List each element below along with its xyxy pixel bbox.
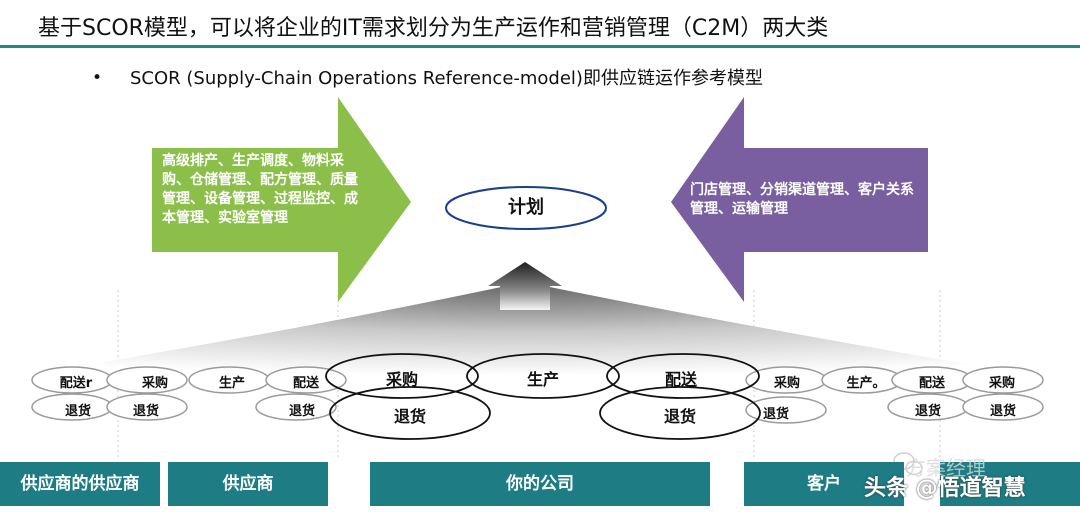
bar-supplier: 供应商: [168, 462, 328, 506]
node-return-5: 退货: [914, 404, 941, 419]
right-arrow-text: 门店管理、分销渠道管理、客户关系管理、运输管理: [690, 182, 914, 217]
node-deliver-2: 配送: [292, 376, 319, 391]
node-produce-1: 生产: [218, 376, 245, 391]
node-return-6: 退货: [989, 404, 1016, 419]
up-arrow: [488, 262, 562, 310]
plan-ellipse: [445, 186, 607, 230]
bar-supplier-of-supplier: 供应商的供应商: [0, 462, 160, 506]
fan-shape: [20, 282, 1040, 376]
node-return-4: 退货: [762, 407, 789, 422]
title-divider: [0, 45, 1080, 48]
node-produce-2: 生产。: [846, 376, 886, 391]
left-arrow-text: 高级排产、生产调度、物料采购、仓储管理、配方管理、质量管理、设备管理、过程监控、…: [162, 153, 358, 226]
right-arrow: [671, 97, 928, 302]
small-ellipses: [31, 366, 1044, 424]
node-purchase-3: 采购: [988, 376, 1015, 391]
node-deliver-1: 配送r: [59, 376, 93, 391]
node-return-1: 退货: [64, 404, 91, 419]
bar-customer-extension: [940, 462, 1080, 506]
plan-label: 计划: [508, 197, 544, 218]
node-return-main-left: 退货: [393, 407, 426, 426]
node-return-3: 退货: [288, 404, 315, 419]
big-ellipses: [325, 353, 761, 440]
node-purchase-main: 采购: [385, 370, 418, 389]
bullet-text: SCOR (Supply-Chain Operations Reference-…: [130, 68, 763, 89]
node-return-main-right: 退货: [663, 407, 696, 426]
bullet-marker: •: [92, 68, 103, 88]
left-arrow: [152, 97, 411, 302]
node-purchase-1: 采购: [141, 376, 168, 391]
node-produce-main: 生产: [526, 370, 559, 389]
node-deliver-3: 配送: [918, 376, 945, 391]
bar-customer: 客户: [744, 462, 904, 506]
bar-your-company: 你的公司: [370, 462, 710, 506]
wechat-icon: [893, 452, 923, 476]
watermark-faint: 方案经理: [906, 456, 986, 480]
node-purchase-2: 采购: [773, 376, 800, 391]
page-title: 基于SCOR模型，可以将企业的IT需求划分为生产运作和营销管理（C2M）两大类: [38, 16, 829, 41]
watermark-main: 头条 @悟道智慧: [864, 476, 1026, 501]
node-return-2: 退货: [132, 404, 159, 419]
node-deliver-main: 配送: [664, 370, 697, 389]
